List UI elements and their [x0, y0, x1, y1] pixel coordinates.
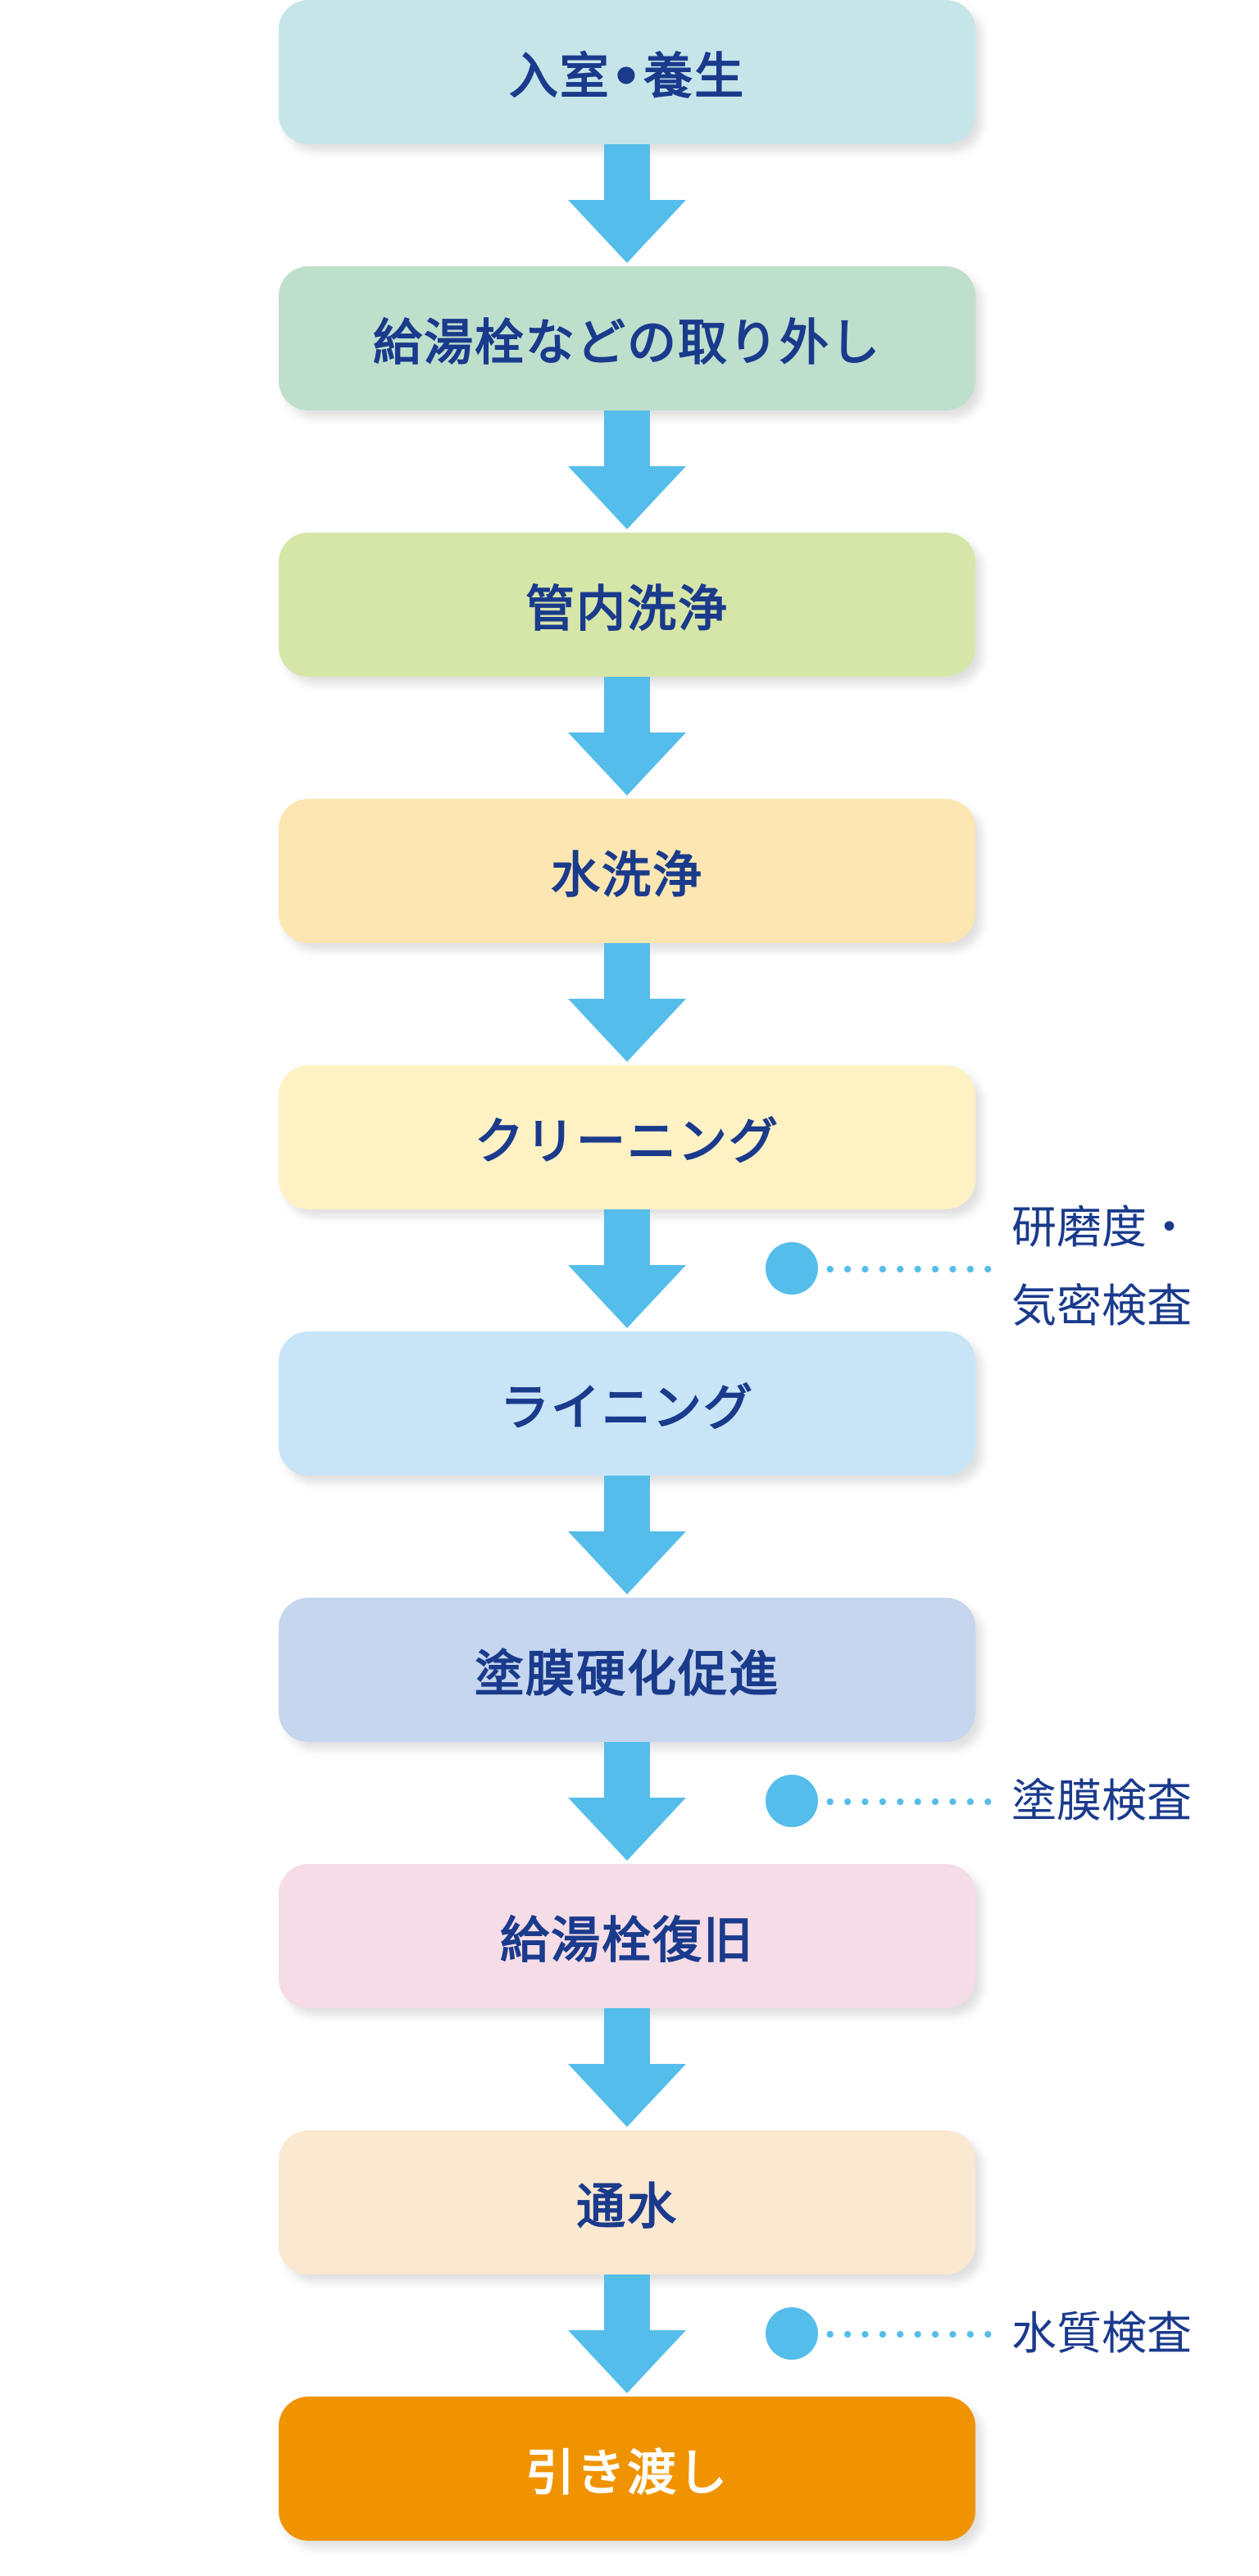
down-arrow [568, 410, 686, 529]
down-arrow [568, 144, 686, 263]
down-arrow [568, 2008, 686, 2127]
down-arrow [568, 1476, 686, 1594]
down-arrow [568, 943, 686, 1062]
inspection-note-water-quality: 水質検査 [766, 2293, 1257, 2374]
step-coating-cure: 塗膜硬化促進 [279, 1598, 975, 1742]
step-pipe-cleaning: 管内洗浄 [279, 533, 975, 677]
inspection-note-coating: 塗膜検査 [766, 1760, 1257, 1842]
connector-dot [766, 1775, 818, 1827]
step-water-rinse: 水洗浄 [279, 799, 975, 943]
step-remove-faucets: 給湯栓などの取り外し [279, 266, 975, 410]
step-cleaning: クリーニング [279, 1065, 975, 1209]
step-faucet-restore: 給湯栓復旧 [279, 1864, 975, 2008]
connector-dot [766, 1242, 818, 1295]
inspection-label: 水質検査 [1011, 2307, 1193, 2360]
inspection-label: 塗膜検査 [1011, 1775, 1193, 1827]
step-water-flow: 通水 [279, 2130, 975, 2274]
connector-dot [766, 2307, 818, 2360]
dotted-leader-line [821, 1798, 997, 1805]
dotted-leader-line [821, 2331, 997, 2338]
step-entry-protection: 入室•養生 [279, 0, 975, 144]
down-arrow [568, 1209, 686, 1328]
down-arrow [568, 677, 686, 796]
inspection-note-polish-airtight: 研磨度・ 気密検査 [766, 1201, 1257, 1332]
dotted-leader-line [821, 1266, 997, 1272]
inspection-label: 研磨度・ 気密検査 [1011, 1201, 1193, 1332]
down-arrow [568, 2274, 686, 2393]
down-arrow [568, 1742, 686, 1861]
step-lining: ライニング [279, 1331, 975, 1476]
step-handover: 引き渡し [279, 2397, 975, 2541]
